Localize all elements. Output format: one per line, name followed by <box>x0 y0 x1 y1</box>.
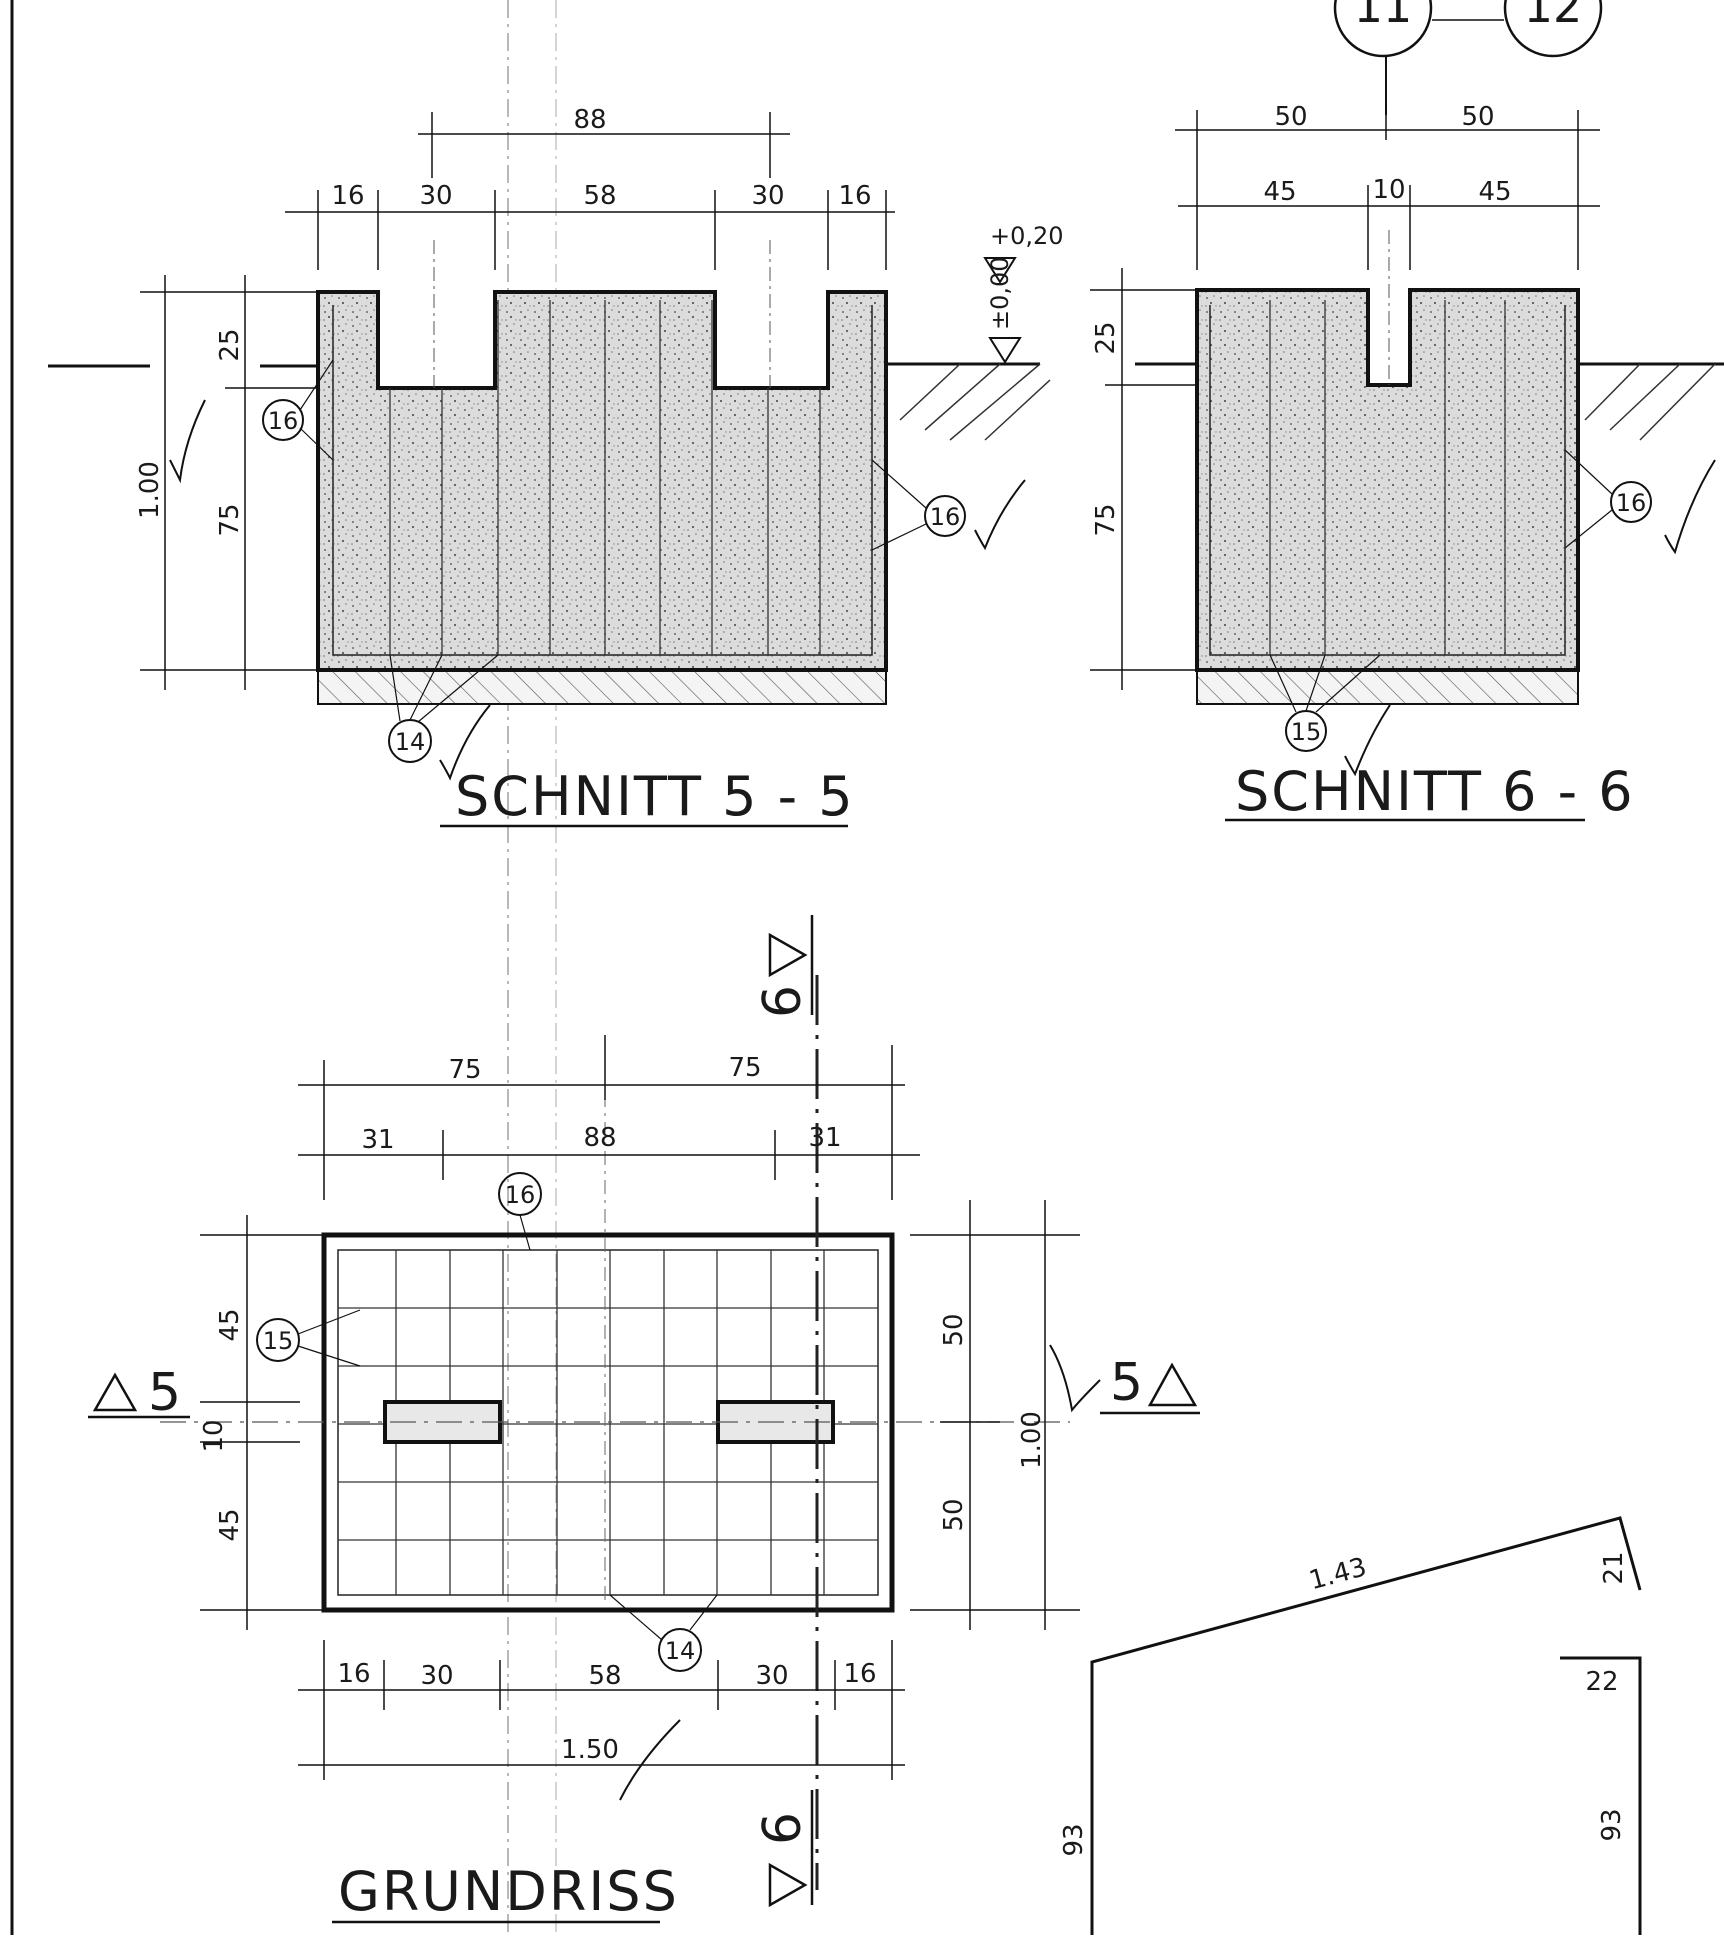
dim-label: 75 <box>1091 503 1121 536</box>
section-5-5: 88 16 30 58 30 16 25 75 1.00 +0,20 ±0,0 <box>48 105 1064 828</box>
callout-bars-x: 14 <box>665 1637 696 1665</box>
callout-bars: 14 <box>395 728 426 756</box>
dim-label: 16 <box>337 1659 370 1689</box>
cut-marker: 5 <box>148 1363 181 1423</box>
plan-view: 5 5 6 6 75 75 31 88 31 <box>88 915 1200 1924</box>
dim-label: 25 <box>215 328 245 361</box>
dim-label: 45 <box>215 1508 245 1541</box>
dim-label: 30 <box>419 181 452 211</box>
section-title: SCHNITT 6 - 6 <box>1235 760 1635 823</box>
dim-label: 16 <box>331 181 364 211</box>
plan-title: GRUNDRISS <box>338 1860 679 1923</box>
dim-label: 45 <box>1263 177 1296 207</box>
level-ground: ±0,00 <box>986 256 1014 330</box>
callout-link: 16 <box>505 1181 536 1209</box>
dim-label: 1.00 <box>1017 1411 1047 1469</box>
section-title: SCHNITT 5 - 5 <box>455 765 855 828</box>
callout-bars-y: 15 <box>263 1327 294 1355</box>
bend-length-right: 93 <box>1597 1808 1627 1841</box>
callout-link-right: 16 <box>930 503 961 531</box>
dim-label: 1.50 <box>561 1735 619 1765</box>
dim-label: 30 <box>420 1661 453 1691</box>
dim-label: 45 <box>215 1308 245 1341</box>
dim-label: 10 <box>199 1419 229 1452</box>
dim-label: 31 <box>808 1123 841 1153</box>
dim-label: 50 <box>939 1498 969 1531</box>
dim-label: 75 <box>728 1053 761 1083</box>
dim-label: 50 <box>1274 102 1307 132</box>
dim-label: 50 <box>939 1313 969 1346</box>
check-marks <box>169 399 1716 1801</box>
dim-label: 88 <box>583 1123 616 1153</box>
dim-label: 58 <box>588 1661 621 1691</box>
dim-label: 1.00 <box>135 461 165 519</box>
section-6-6: 50 50 45 10 45 25 75 16 15 SCHNITT 6 - 6 <box>1090 102 1724 823</box>
dim-label: 16 <box>838 181 871 211</box>
detail-marker-right: 12 <box>1524 0 1583 33</box>
callout-link-left: 16 <box>268 407 299 435</box>
bar-bending-shape: 1.43 21 22 93 93 <box>1059 1516 1642 1935</box>
bend-length-hook: 21 <box>1599 1551 1629 1584</box>
callout-bars: 15 <box>1291 718 1322 746</box>
detail-marker-left: 11 <box>1354 0 1413 33</box>
dim-label: 30 <box>755 1661 788 1691</box>
dim-label: 50 <box>1461 102 1494 132</box>
dim-label: 31 <box>361 1125 394 1155</box>
dim-label: 75 <box>448 1055 481 1085</box>
dim-label: 88 <box>573 105 606 135</box>
dim-label: 16 <box>843 1659 876 1689</box>
detail-markers: 11 12 <box>1333 0 1603 115</box>
callout-link: 16 <box>1616 489 1647 517</box>
dim-label: 45 <box>1478 177 1511 207</box>
bend-length-left: 93 <box>1059 1823 1089 1856</box>
dim-label: 58 <box>583 181 616 211</box>
cut-marker: 6 <box>753 985 813 1018</box>
level-top: +0,20 <box>990 222 1064 250</box>
cut-marker: 5 <box>1110 1353 1143 1413</box>
dim-label: 25 <box>1091 321 1121 354</box>
dim-label: 75 <box>215 503 245 536</box>
dim-label: 30 <box>751 181 784 211</box>
cut-marker: 6 <box>753 1812 813 1845</box>
dim-label: 10 <box>1372 175 1405 205</box>
bend-length-top: 22 <box>1585 1667 1618 1697</box>
